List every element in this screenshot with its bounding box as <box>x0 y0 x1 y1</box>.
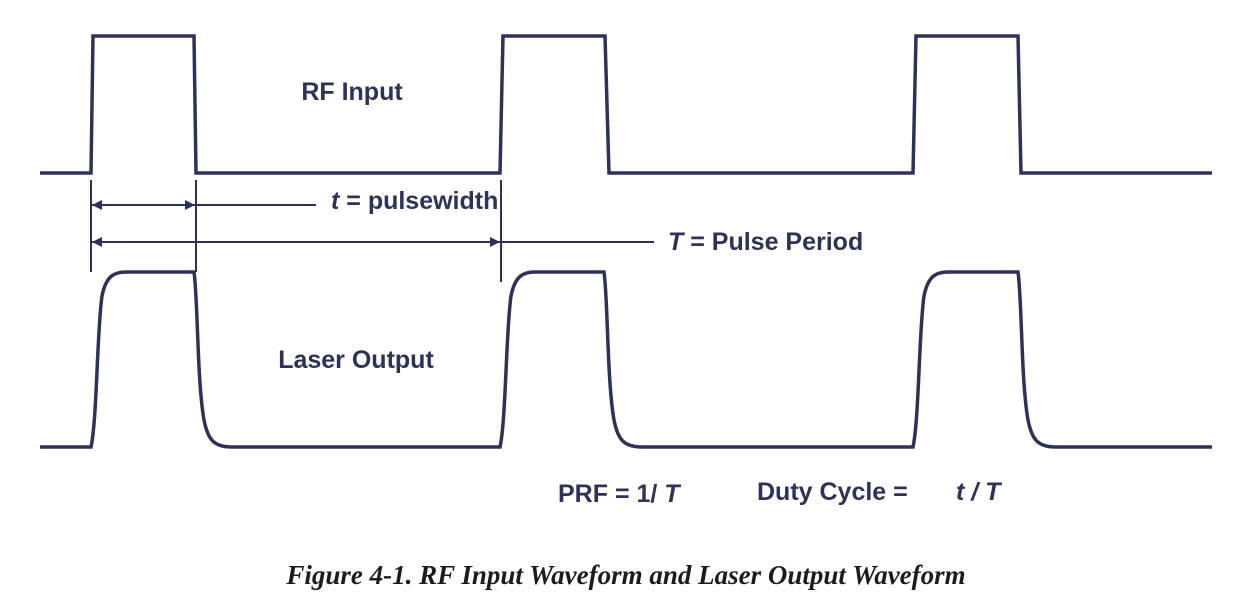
pulsewidth-text: = pulsewidth <box>339 187 498 215</box>
period-symbol: T <box>668 228 686 256</box>
rf-input-waveform <box>40 34 1212 175</box>
pulsewidth-symbol: t <box>331 187 341 215</box>
laser-output-label: Laser Output <box>278 346 434 374</box>
duty-cycle-numerator: t <box>956 478 966 506</box>
period-text: = Pulse Period <box>683 228 863 256</box>
duty-cycle-denominator: T <box>985 478 1003 506</box>
laser-output-waveform <box>40 270 1212 449</box>
rf-input-label: RF Input <box>301 78 403 106</box>
duty-cycle-label: Duty Cycle = <box>757 478 908 506</box>
pulsewidth-label: t = pulsewidth <box>331 187 498 215</box>
duty-cycle-formula: t / T <box>956 478 1003 506</box>
duty-cycle-slash: / <box>964 478 985 506</box>
prf-text: PRF = 1/ <box>558 480 664 508</box>
pulse-period-label: T = Pulse Period <box>668 228 863 256</box>
prf-formula: PRF = 1/ T <box>558 480 682 508</box>
prf-symbol: T <box>664 480 682 508</box>
figure-caption: Figure 4-1. RF Input Waveform and Laser … <box>286 560 966 590</box>
